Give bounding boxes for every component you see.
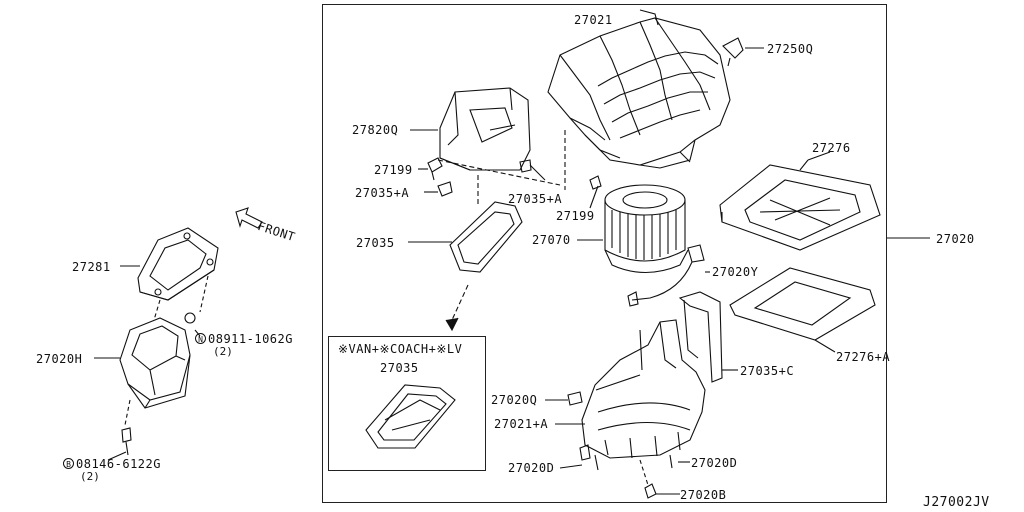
- label-27020D-right: 27020D: [691, 456, 738, 470]
- label-27281: 27281: [72, 260, 111, 274]
- label-27199-left: 27199: [374, 163, 413, 177]
- label-27820Q: 27820Q: [352, 123, 399, 137]
- label-27020: 27020: [936, 232, 975, 246]
- clip-27250Q-drawing: [722, 37, 764, 67]
- qty-08911: (2): [213, 345, 233, 358]
- filter-frame-27276-drawing: [719, 151, 881, 251]
- blower-fan-drawing: [577, 184, 689, 273]
- label-08146-6122G: 08146-6122G: [76, 457, 161, 471]
- label-27020H: 27020H: [36, 352, 83, 366]
- left-assembly-drawing: [94, 227, 219, 461]
- label-27035A-mid: 27035+A: [508, 192, 563, 206]
- seal-27035-drawing: [408, 175, 523, 332]
- small-parts-mid-drawing: [519, 130, 602, 209]
- qty-08146: (2): [80, 470, 100, 483]
- lower-case-drawing: [545, 319, 706, 499]
- label-27020Q: 27020Q: [491, 393, 538, 407]
- label-27070: 27070: [532, 233, 571, 247]
- label-08911-1062G: 08911-1062G: [208, 332, 293, 346]
- diagram-id: J27002JV: [923, 495, 990, 510]
- filter-27276A-drawing: [729, 267, 876, 353]
- small-parts-left-drawing: [418, 157, 561, 197]
- label-27035: 27035: [356, 236, 395, 250]
- wiring-27020Y-drawing: [627, 244, 710, 307]
- front-arrow-drawing: [235, 207, 263, 229]
- seal-27035C-drawing: [678, 291, 738, 383]
- label-27276A: 27276+A: [836, 350, 891, 364]
- inset-variant-label: ※VAN+※COACH+※LV: [338, 342, 463, 356]
- label-27199-mid: 27199: [556, 209, 595, 223]
- label-27021A: 27021+A: [494, 417, 549, 431]
- variant-inset-frame: [328, 336, 486, 471]
- label-27035A-left: 27035+A: [355, 186, 410, 200]
- label-27035C: 27035+C: [740, 364, 795, 378]
- bolt-prefix-badge: B: [63, 458, 74, 469]
- inset-seal-drawing: [365, 384, 456, 449]
- inset-part-label: 27035: [380, 361, 419, 375]
- nut-prefix-badge: N: [195, 333, 206, 344]
- label-27021: 27021: [574, 13, 613, 27]
- label-27020D-left: 27020D: [508, 461, 555, 475]
- evaporator-case-drawing: [547, 9, 731, 169]
- label-27020B: 27020B: [680, 488, 727, 502]
- label-27276: 27276: [812, 141, 851, 155]
- label-27250Q: 27250Q: [767, 42, 814, 56]
- main-diagram-frame: [322, 4, 887, 503]
- label-27020Y: 27020Y: [712, 265, 759, 279]
